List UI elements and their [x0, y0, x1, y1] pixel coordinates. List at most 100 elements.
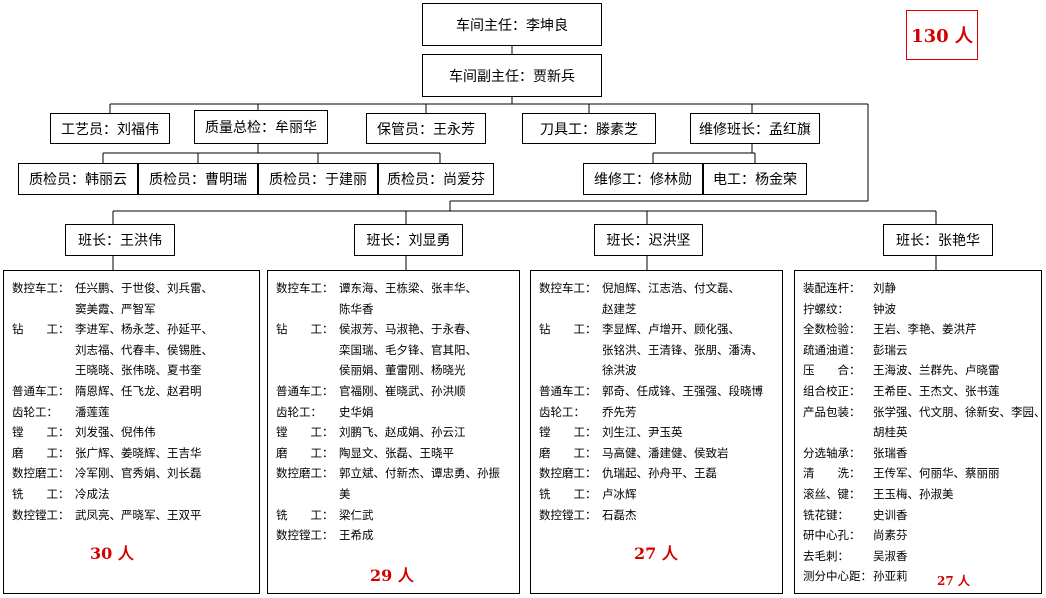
role-label: 装配连杆：	[803, 281, 861, 295]
node-deputy-director: 车间副主任：贾新兵	[422, 54, 602, 97]
role-members: 倪旭辉、江志浩、付文磊、赵建芝	[602, 278, 740, 319]
node-team-leader-4: 班长：张艳华	[883, 224, 993, 256]
role-label: 疏通油道：	[803, 342, 861, 357]
member-line: 侯丽娟、董雷刚、杨晓光	[339, 363, 466, 378]
role-label: 钻 工：	[276, 322, 334, 337]
role-row: 镗 工：刘鹏飞、赵成娟、孙云江	[276, 422, 519, 443]
role-row: 滚丝、键： 王玉梅、孙淑美	[803, 484, 1041, 505]
role-members: 王海波、兰群先、卢晓雷	[873, 360, 1000, 381]
role-members: 隋恩辉、任飞龙、赵君明	[75, 381, 202, 402]
member-line: 张学强、代文朋、徐新安、李园、	[873, 404, 1046, 419]
member-line: 倪旭辉、江志浩、付文磊、	[602, 281, 740, 295]
role-members: 孙亚莉	[873, 566, 908, 587]
member-line: 刘静	[873, 281, 896, 295]
role-row: 镗 工： 刘生江、尹玉英	[539, 422, 782, 443]
member-line: 仇瑞起、孙舟平、王磊	[602, 466, 717, 481]
role-label: 磨 工：	[276, 445, 334, 460]
member-line: 任兴鹏、于世俊、刘兵雷、	[75, 281, 213, 295]
role-label: 数控磨工：	[539, 466, 597, 481]
role-members: 潘莲莲	[75, 402, 110, 423]
role-label: 齿轮工：	[539, 404, 585, 419]
role-members: 陶显文、张磊、王晓平	[339, 443, 454, 464]
role-row: 疏通油道：彭瑞云	[803, 340, 1041, 361]
role-label: 清 洗：	[803, 466, 861, 481]
node-process-engineer: 工艺员：刘福伟	[50, 113, 170, 144]
role-row: 数控镗工：王希成	[276, 525, 519, 546]
node-team-leader-2: 班长：刘显勇	[354, 224, 463, 256]
node-maintenance-worker: 维修工：修林勋	[583, 163, 703, 195]
role-members: 刘发强、倪伟伟	[75, 422, 156, 443]
member-line: 刘发强、倪伟伟	[75, 425, 156, 440]
member-line: 刘志福、代春丰、侯锡胜、	[75, 342, 213, 357]
role-label: 研中心孔：	[803, 528, 861, 543]
node-inspector-1: 质检员：韩丽云	[18, 163, 138, 195]
role-row: 产品包装：张学强、代文朋、徐新安、李园、胡桂英	[803, 402, 1046, 443]
node-director: 车间主任：李坤良	[422, 3, 602, 46]
role-members: 王岩、李艳、姜洪芹	[873, 319, 977, 340]
role-members: 李进军、杨永芝、孙延平、刘志福、代春丰、侯锡胜、王晓晓、张伟晓、夏书奎	[75, 319, 213, 381]
role-label: 镗 工：	[12, 425, 70, 440]
role-label: 钻 工：	[12, 322, 70, 337]
member-line: 潘莲莲	[75, 404, 110, 419]
role-label: 普通车工：	[539, 383, 597, 398]
member-line: 梁仁武	[339, 507, 374, 522]
role-label: 去毛刺：	[803, 548, 849, 563]
node-storekeeper: 保管员：王永芳	[366, 113, 486, 144]
role-label: 铣 工：	[276, 507, 334, 522]
role-label: 全数检验：	[803, 322, 861, 337]
role-members: 官福刚、崔晓武、孙洪顺	[339, 381, 466, 402]
role-row: 数控车工：谭东海、王栋梁、张丰华、陈华香	[276, 278, 519, 319]
role-label: 数控车工：	[12, 281, 70, 295]
member-line: 赵建芝	[602, 301, 637, 316]
member-line: 刘鹏飞、赵成娟、孙云江	[339, 425, 466, 440]
role-row: 铣 工： 冷成法	[12, 484, 259, 505]
member-line: 王晓晓、张伟晓、夏书奎	[75, 363, 202, 378]
role-members: 冷成法	[75, 484, 110, 505]
role-label: 普通车工：	[12, 383, 70, 398]
role-members: 郭奇、任成锋、王强强、段晓博	[602, 381, 763, 402]
role-members: 尚素芬	[873, 525, 908, 546]
member-line: 史训香	[873, 507, 908, 522]
role-label: 数控镗工：	[539, 507, 597, 522]
member-line: 王岩、李艳、姜洪芹	[873, 322, 977, 337]
role-members: 刘静	[873, 278, 896, 299]
role-label: 镗 工：	[539, 425, 597, 440]
role-row: 镗 工： 刘发强、倪伟伟	[12, 422, 259, 443]
role-row: 数控磨工： 仇瑞起、孙舟平、王磊	[539, 463, 782, 484]
role-label: 铣 工：	[12, 486, 70, 501]
role-label: 滚丝、键：	[803, 486, 861, 501]
role-row: 磨 工：马高健、潘建健、侯致岩	[539, 443, 782, 464]
member-line: 陶显文、张磊、王晓平	[339, 445, 454, 460]
role-label: 数控车工：	[276, 281, 334, 295]
role-members: 李显辉、卢增开、顾化强、张铭洪、王清锋、张朋、潘涛、徐洪波	[602, 319, 763, 381]
node-inspector-4: 质检员：尚爱芬	[378, 163, 494, 195]
role-members: 梁仁武	[339, 505, 374, 526]
role-row: 齿轮工：乔先芳	[539, 402, 782, 423]
member-line: 陈华香	[339, 301, 374, 316]
role-members: 张瑞香	[873, 443, 908, 464]
role-members: 王玉梅、孙淑美	[873, 484, 954, 505]
member-line: 张广辉、姜晓辉、王吉华	[75, 445, 202, 460]
role-members: 卢冰辉	[602, 484, 637, 505]
node-team-leader-1: 班长：王洪伟	[65, 224, 175, 256]
member-line: 王希臣、王杰文、张书莲	[873, 383, 1000, 398]
role-members: 刘生江、尹玉英	[602, 422, 683, 443]
node-inspector-3: 质检员：于建丽	[258, 163, 378, 195]
role-members: 张广辉、姜晓辉、王吉华	[75, 443, 202, 464]
role-members: 石磊杰	[602, 505, 637, 526]
role-members: 侯淑芳、马淑艳、于永春、栾国瑞、毛夕锋、官其阳、侯丽娟、董雷刚、杨晓光	[339, 319, 477, 381]
member-line: 张瑞香	[873, 445, 908, 460]
team-panel-4: 装配连杆：刘静拧螺纹：钟波全数检验：王岩、李艳、姜洪芹疏通油道：彭瑞云压 合：王…	[794, 270, 1046, 594]
member-line: 王传军、何丽华、蔡丽丽	[873, 466, 1000, 481]
role-label: 测分中心距：	[803, 569, 872, 584]
team-count-3: 27 人	[634, 544, 678, 563]
role-row: 测分中心距：孙亚莉	[803, 566, 1041, 587]
role-row: 齿轮工：史华娟	[276, 402, 519, 423]
member-line: 栾国瑞、毛夕锋、官其阳、	[339, 342, 477, 357]
role-label: 拧螺纹：	[803, 301, 849, 316]
role-row: 装配连杆： 刘静	[803, 278, 1041, 299]
role-row: 钻 工： 李进军、杨永芝、孙延平、刘志福、代春丰、侯锡胜、王晓晓、张伟晓、夏书奎	[12, 319, 259, 381]
team-count-2: 29 人	[370, 566, 414, 585]
role-row: 数控车工：任兴鹏、于世俊、刘兵雷、窦美霞、严智军	[12, 278, 259, 319]
